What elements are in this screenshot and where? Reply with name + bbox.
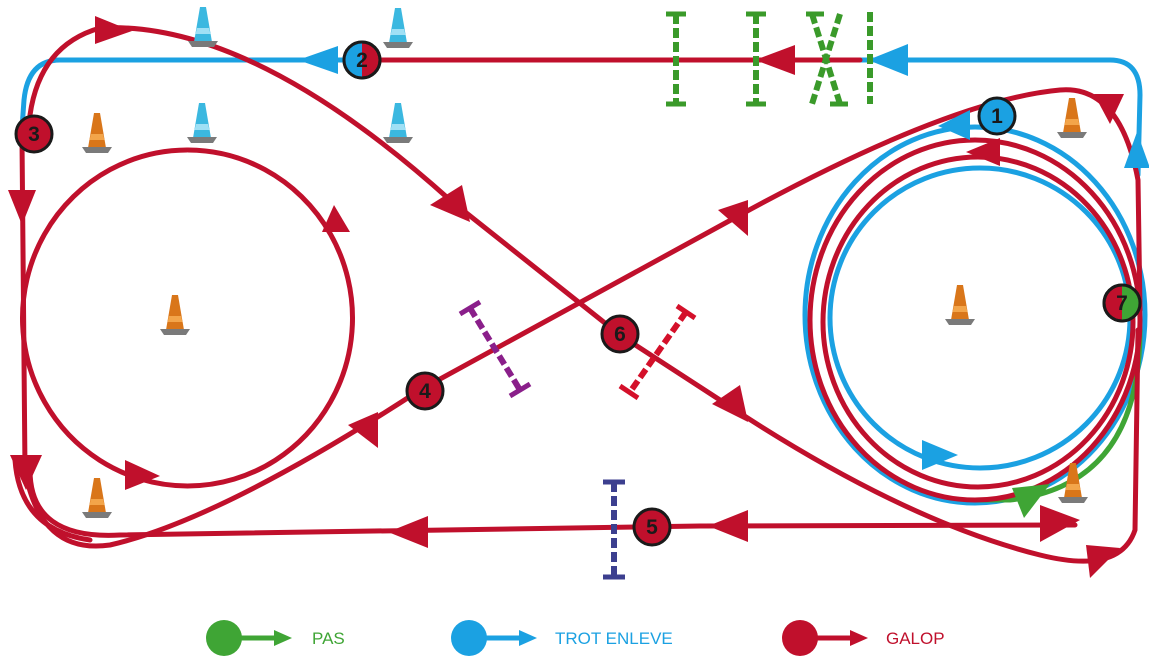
ground-pole-icon xyxy=(458,299,532,399)
svg-text:3: 3 xyxy=(28,123,40,146)
ground-pole-icon xyxy=(666,11,686,107)
direction-arrow-icon xyxy=(430,185,470,222)
marker-2: 2 xyxy=(342,40,382,80)
traffic-cone-icon xyxy=(187,103,217,143)
ground-pole-icon xyxy=(746,11,766,107)
galop-circle-left xyxy=(20,147,355,489)
direction-arrow-icon xyxy=(966,138,1000,166)
direction-arrow-icon xyxy=(8,190,36,225)
trot-circle-inner xyxy=(827,165,1133,471)
svg-text:4: 4 xyxy=(419,380,431,403)
traffic-cone-icon xyxy=(82,113,112,153)
svg-text:2: 2 xyxy=(356,49,368,72)
ground-pole-icon xyxy=(603,479,625,580)
legend-label-trot: TROT ENLEVE xyxy=(555,629,673,648)
legend-label-galop: GALOP xyxy=(886,629,945,648)
svg-text:1: 1 xyxy=(991,105,1003,128)
direction-arrow-icon xyxy=(1094,94,1124,124)
marker-3: 3 xyxy=(14,114,54,154)
ground-pole-icon xyxy=(806,11,848,107)
marker-5: 5 xyxy=(632,507,672,547)
trot-path-outer xyxy=(19,57,365,131)
direction-arrow-icon xyxy=(10,455,42,490)
legend-item-pas: PAS xyxy=(206,620,345,656)
direction-arrow-icon xyxy=(1040,505,1080,542)
direction-arrow-icon xyxy=(708,510,748,542)
svg-text:7: 7 xyxy=(1116,292,1128,315)
direction-arrow-icon xyxy=(348,412,378,448)
ground-poles xyxy=(458,11,873,580)
direction-arrow-icon xyxy=(95,16,132,44)
direction-arrow-icon xyxy=(1124,132,1149,168)
direction-arrow-icon xyxy=(712,385,748,422)
svg-text:5: 5 xyxy=(646,516,658,539)
direction-arrow-icon xyxy=(125,460,160,490)
traffic-cone-icon xyxy=(188,7,218,47)
traffic-cone-icon xyxy=(1058,463,1088,503)
direction-arrow-icon xyxy=(388,516,428,548)
legend: PAS TROT ENLEVE GALOP xyxy=(206,620,945,656)
traffic-cone-icon xyxy=(383,103,413,143)
traffic-cone-icon xyxy=(945,285,975,325)
traffic-cone-icon xyxy=(1057,98,1087,138)
direction-arrow-icon xyxy=(938,110,970,140)
direction-arrows xyxy=(8,16,1149,578)
direction-arrow-icon xyxy=(1086,545,1120,578)
galop-circle-right-a xyxy=(807,137,1143,503)
direction-arrow-icon xyxy=(1012,484,1050,518)
traffic-cone-icon xyxy=(160,295,190,335)
direction-arrow-icon xyxy=(755,45,795,75)
cones xyxy=(82,7,1088,518)
svg-text:6: 6 xyxy=(614,323,626,346)
course-paths xyxy=(12,25,1148,564)
galop-circle-right-b xyxy=(820,154,1136,490)
legend-item-galop: GALOP xyxy=(782,620,945,656)
trot-circle-outer xyxy=(802,124,1148,506)
galop-outer-left xyxy=(12,457,93,543)
direction-arrow-icon xyxy=(922,440,958,470)
marker-6: 6 xyxy=(600,314,640,354)
numbered-markers: 1 2 3 4 5 6 7 xyxy=(14,40,1142,547)
ground-pole-icon xyxy=(618,303,697,401)
legend-item-trot: TROT ENLEVE xyxy=(451,620,673,656)
direction-arrow-icon xyxy=(322,205,350,232)
traffic-cone-icon xyxy=(383,8,413,48)
direction-arrow-icon xyxy=(868,44,908,76)
marker-4: 4 xyxy=(405,371,445,411)
marker-7: 7 xyxy=(1102,283,1142,323)
traffic-cone-icon xyxy=(82,478,112,518)
galop-long-side-bottom xyxy=(27,467,1078,538)
direction-arrow-icon xyxy=(298,46,338,74)
marker-1: 1 xyxy=(977,96,1017,136)
trot-path-entry xyxy=(359,57,1143,178)
direction-arrow-icon xyxy=(718,200,748,236)
legend-label-pas: PAS xyxy=(312,629,345,648)
